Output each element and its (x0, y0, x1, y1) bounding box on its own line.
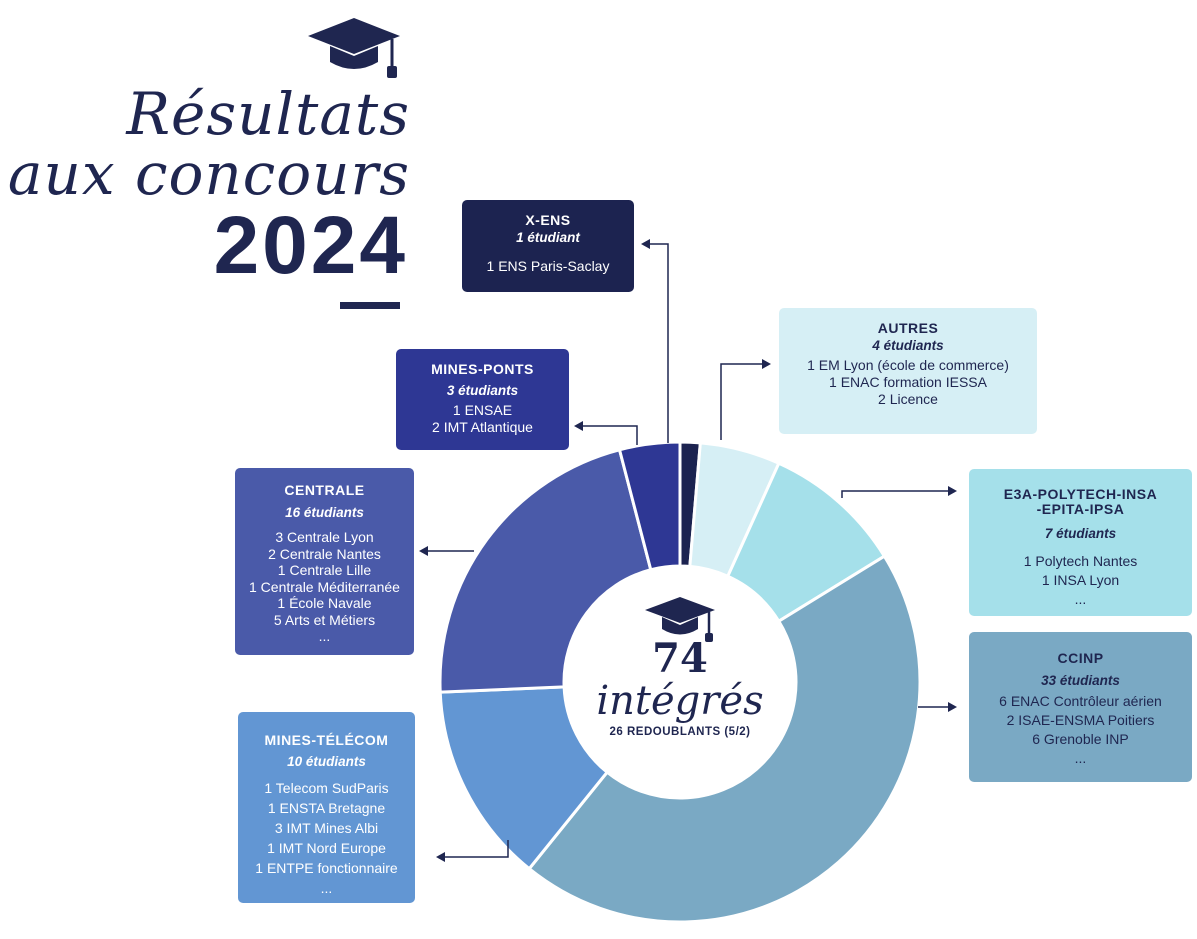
box-e3a-line: 1 INSA Lyon (1041, 572, 1120, 588)
box-ccinp-line: ... (1074, 750, 1087, 766)
box-autres-line: 2 Licence (878, 391, 938, 407)
connector-e3a (841, 490, 948, 498)
arrow-centrale (419, 546, 428, 556)
box-centrale: CENTRALE 16 étudiants 3 Centrale Lyon 2 … (235, 468, 414, 655)
box-mines-telecom-line: 1 ENSTA Bretagne (267, 800, 386, 816)
title-year: 2024 (213, 200, 408, 291)
box-ccinp-count: 33 étudiants (1041, 673, 1120, 688)
box-mines-telecom-line: ... (320, 880, 333, 896)
box-mines-telecom-line: 1 ENTPE fonctionnaire (255, 860, 398, 876)
box-autres-line: 1 EM Lyon (école de commerce) (807, 357, 1009, 373)
center-number: 74 (652, 635, 708, 682)
box-centrale-count: 16 étudiants (285, 504, 364, 520)
title-block: Résultats aux concours 2024 (7, 10, 410, 310)
arrow-mines-ponts (574, 421, 583, 431)
title-line-2: aux concours (7, 140, 410, 208)
box-mines-telecom-line: 1 IMT Nord Europe (267, 840, 386, 856)
box-centrale-line: 3 Centrale Lyon (275, 529, 374, 545)
center-subtitle: 26 REDOUBLANTS (5/2) (609, 726, 751, 738)
connector-mines-telecom (445, 840, 509, 858)
box-autres-count: 4 étudiants (872, 338, 944, 353)
connector-x-ens (648, 243, 669, 443)
donut-slice-ccinp (527, 554, 922, 924)
title-underline (340, 302, 400, 309)
box-x-ens: X-ENS 1 étudiant 1 ENS Paris-Saclay (462, 200, 634, 292)
box-e3a: E3A-POLYTECH-INSA -EPITA-IPSA 7 étudiant… (969, 469, 1192, 616)
box-ccinp-title: CCINP (1057, 650, 1104, 666)
box-centrale-line: 1 École Navale (277, 595, 372, 611)
graduation-cap-icon (308, 18, 400, 78)
box-autres-title: AUTRES (877, 320, 939, 336)
box-centrale-line: 1 Centrale Méditerranée (249, 578, 400, 595)
box-centrale-line: 2 Centrale Nantes (268, 545, 381, 562)
box-x-ens-line: 1 ENS Paris-Saclay (486, 258, 610, 274)
arrow-x-ens (641, 239, 650, 249)
box-centrale-title: CENTRALE (284, 482, 365, 498)
box-autres: AUTRES 4 étudiants 1 EM Lyon (école de c… (779, 308, 1037, 434)
arrow-ccinp (948, 702, 957, 712)
box-autres-line: 1 ENAC formation IESSA (829, 374, 987, 390)
box-mines-telecom-line: 1 Telecom SudParis (264, 780, 389, 796)
box-mines-ponts-line: 2 IMT Atlantique (432, 419, 533, 435)
box-mines-ponts-line: 1 ENSAE (452, 402, 513, 418)
box-ccinp-line: 6 Grenoble INP (1032, 731, 1129, 747)
box-centrale-line: 1 Centrale Lille (277, 562, 372, 578)
box-centrale-line: 5 Arts et Métiers (273, 611, 376, 628)
arrow-autres (762, 359, 771, 369)
box-mines-telecom-title: MINES-TÉLÉCOM (264, 732, 389, 748)
connector-mines-ponts (581, 425, 638, 445)
box-e3a-line: 1 Polytech Nantes (1023, 553, 1138, 569)
box-e3a-line: ... (1074, 591, 1087, 607)
box-mines-telecom-count: 10 étudiants (287, 754, 366, 769)
arrow-mines-telecom (436, 852, 445, 862)
box-ccinp-line: 2 ISAE-ENSMA Poitiers (1006, 712, 1155, 728)
center-word: intégrés (596, 678, 764, 724)
box-mines-telecom-line: 3 IMT Mines Albi (274, 820, 379, 836)
box-mines-ponts: MINES-PONTS 3 étudiants 1 ENSAE 2 IMT At… (396, 349, 569, 450)
box-mines-ponts-count: 3 étudiants (446, 383, 519, 398)
box-e3a-title: E3A-POLYTECH-INSA -EPITA-IPSA (1003, 486, 1158, 517)
center-cap-icon (645, 597, 715, 642)
box-centrale-line: ... (318, 628, 331, 644)
arrow-e3a (948, 486, 957, 496)
box-mines-telecom: MINES-TÉLÉCOM 10 étudiants 1 Telecom Sud… (238, 712, 415, 903)
donut-slice-centrale (438, 447, 653, 694)
donut-slice-mines-ponts (617, 440, 682, 572)
box-e3a-count: 7 étudiants (1044, 526, 1117, 541)
donut-slice-mines-t-l-com (438, 685, 610, 871)
box-ccinp: CCINP 33 étudiants 6 ENAC Contrôleur aér… (969, 632, 1192, 782)
connector-autres (720, 363, 764, 440)
box-mines-ponts-title: MINES-PONTS (431, 361, 534, 377)
box-x-ens-title: X-ENS (525, 212, 571, 228)
box-ccinp-line: 6 ENAC Contrôleur aérien (999, 693, 1162, 709)
box-x-ens-count: 1 étudiant (516, 230, 580, 245)
title-line-1: Résultats (126, 80, 410, 148)
center-label: 74 intégrés 26 REDOUBLANTS (5/2) (565, 590, 795, 739)
